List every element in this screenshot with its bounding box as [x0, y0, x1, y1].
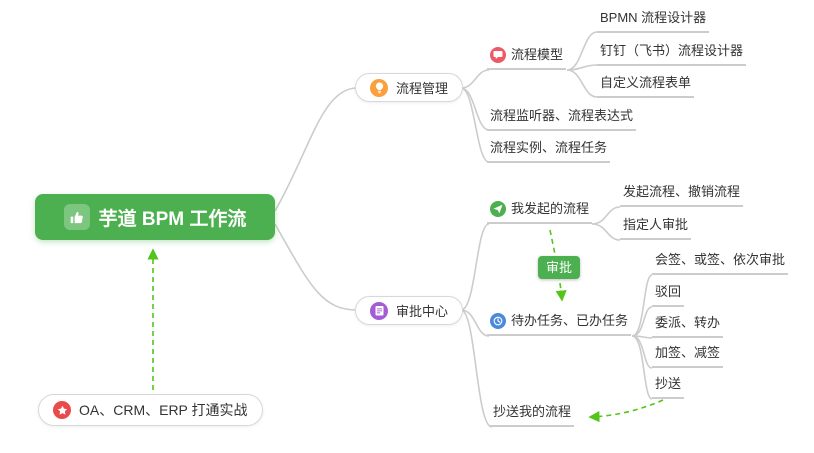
- leaf-label: 待办任务、已办任务: [511, 313, 629, 328]
- leaf-countersign[interactable]: 会签、或签、依次审批: [652, 251, 789, 275]
- leaf-cc-my-process[interactable]: 抄送我的流程: [490, 403, 575, 427]
- leaf-label: 指定人审批: [623, 217, 689, 232]
- root-label: 芋道 BPM 工作流: [98, 208, 247, 230]
- star-icon: [53, 401, 71, 419]
- leaf-label: 自定义流程表单: [600, 75, 692, 90]
- leaf-label: 抄送我的流程: [493, 404, 572, 419]
- node-label: 审批中心: [396, 304, 449, 319]
- leaf-dingtalk-designer[interactable]: 钉钉（飞书）流程设计器: [597, 42, 747, 66]
- leaf-instance-task[interactable]: 流程实例、流程任务: [487, 139, 611, 163]
- comment-icon: [490, 46, 506, 63]
- node-label: 流程管理: [396, 81, 449, 96]
- leaf-todo-done[interactable]: 待办任务、已办任务: [487, 312, 632, 336]
- clock-icon: [490, 312, 506, 329]
- leaf-reject[interactable]: 驳回: [652, 283, 685, 307]
- node-label: OA、CRM、ERP 打通实战: [79, 402, 248, 418]
- leaf-cc[interactable]: 抄送: [652, 375, 685, 399]
- leaf-process-model[interactable]: 流程模型: [487, 46, 567, 70]
- leaf-label: 抄送: [655, 376, 682, 391]
- leaf-label: BPMN 流程设计器: [600, 10, 707, 25]
- leaf-label: 加签、减签: [655, 345, 721, 360]
- leaf-add-reduce-sign[interactable]: 加签、减签: [652, 344, 724, 368]
- node-oa-crm-erp[interactable]: OA、CRM、ERP 打通实战: [38, 394, 263, 426]
- leaf-assignee-approval[interactable]: 指定人审批: [620, 216, 692, 240]
- leaf-label: 驳回: [655, 284, 682, 299]
- leaf-listener-expression[interactable]: 流程监听器、流程表达式: [487, 107, 637, 131]
- lightbulb-icon: [370, 78, 388, 97]
- leaf-bpmn-designer[interactable]: BPMN 流程设计器: [597, 9, 710, 33]
- node-process-management[interactable]: 流程管理: [355, 73, 464, 102]
- leaf-label: 发起流程、撤销流程: [623, 184, 741, 199]
- leaf-initiate-cancel[interactable]: 发起流程、撤销流程: [620, 183, 744, 207]
- leaf-delegate-transfer[interactable]: 委派、转办: [652, 314, 724, 338]
- leaf-label: 会签、或签、依次审批: [655, 252, 786, 267]
- root-node[interactable]: 芋道 BPM 工作流: [35, 194, 275, 240]
- leaf-custom-form[interactable]: 自定义流程表单: [597, 74, 695, 98]
- node-approval-center[interactable]: 审批中心: [355, 296, 464, 325]
- leaf-label: 委派、转办: [655, 315, 721, 330]
- leaf-label: 流程模型: [511, 47, 564, 62]
- approval-badge[interactable]: 审批: [538, 256, 581, 279]
- thumbs-up-icon: [63, 204, 90, 230]
- leaf-label: 钉钉（飞书）流程设计器: [600, 43, 744, 58]
- leaf-label: 流程监听器、流程表达式: [490, 108, 634, 123]
- clipboard-icon: [370, 301, 388, 320]
- leaf-label: 流程实例、流程任务: [490, 140, 608, 155]
- paper-plane-icon: [490, 200, 506, 217]
- leaf-label: 我发起的流程: [511, 201, 590, 216]
- leaf-my-initiated[interactable]: 我发起的流程: [487, 200, 593, 224]
